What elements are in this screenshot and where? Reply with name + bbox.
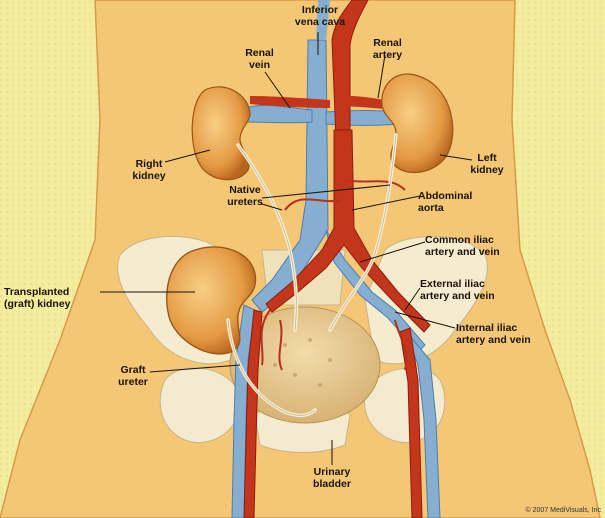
copyright-notice: © 2007 MediVisuals, Inc [526, 507, 601, 514]
right-kidney-organ [192, 87, 250, 180]
label-transplanted-kidney: Transplanted(graft) kidney [4, 286, 99, 310]
